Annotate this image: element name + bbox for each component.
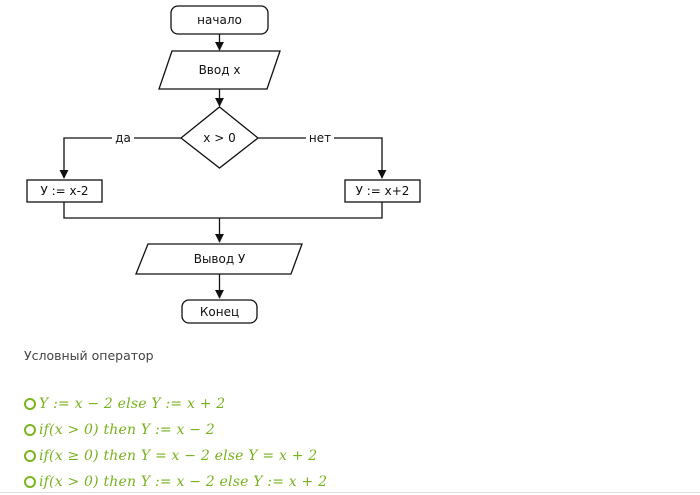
yes-branch-line [59, 137, 181, 179]
answer-option-text: if(x ≥ 0) then Y = x − 2 else Y = x + 2 [39, 448, 318, 464]
condition-label: х > 0 [203, 131, 235, 145]
end-label: Конец [200, 305, 239, 319]
radio-icon[interactable] [24, 424, 36, 436]
yes-label-bg [112, 130, 134, 145]
divider [0, 492, 700, 493]
end-terminal [181, 299, 258, 324]
output-block [135, 243, 303, 275]
input-block [158, 50, 281, 90]
yes-action-label: У := х-2 [40, 184, 88, 198]
answer-option-4[interactable]: if(x > 0) then Y := x − 2 else Y := x + … [24, 469, 327, 495]
answer-option-text: if(x > 0) then Y := x − 2 [39, 422, 215, 438]
yes-label: да [115, 131, 131, 145]
answer-option-text: Y := x − 2 else Y := x + 2 [39, 396, 226, 412]
input-label: Ввод х [199, 63, 241, 77]
answer-option-2[interactable]: if(x > 0) then Y := x − 2 [24, 417, 327, 443]
flowchart-diagram: начало Ввод х х > 0 да нет У := х-2 У :=… [26, 5, 421, 324]
no-label-bg [306, 130, 334, 145]
answer-option-text: if(x > 0) then Y := x − 2 else Y := x + … [39, 474, 328, 490]
no-branch-line [258, 137, 387, 179]
question-title: Условный оператор [24, 348, 154, 363]
radio-icon[interactable] [24, 476, 36, 488]
answer-option-1[interactable]: Y := x − 2 else Y := x + 2 [24, 391, 327, 417]
start-label: начало [197, 13, 242, 27]
output-label: Вывод У [194, 252, 246, 266]
merge-line [63, 202, 383, 219]
radio-icon[interactable] [24, 450, 36, 462]
radio-icon[interactable] [24, 398, 36, 410]
condition-block [179, 106, 260, 169]
no-label: нет [309, 131, 331, 145]
answer-option-3[interactable]: if(x ≥ 0) then Y = x − 2 else Y = x + 2 [24, 443, 327, 469]
answer-options: Y := x − 2 else Y := x + 2 if(x > 0) the… [24, 391, 327, 495]
no-action-label: У := х+2 [356, 184, 410, 198]
